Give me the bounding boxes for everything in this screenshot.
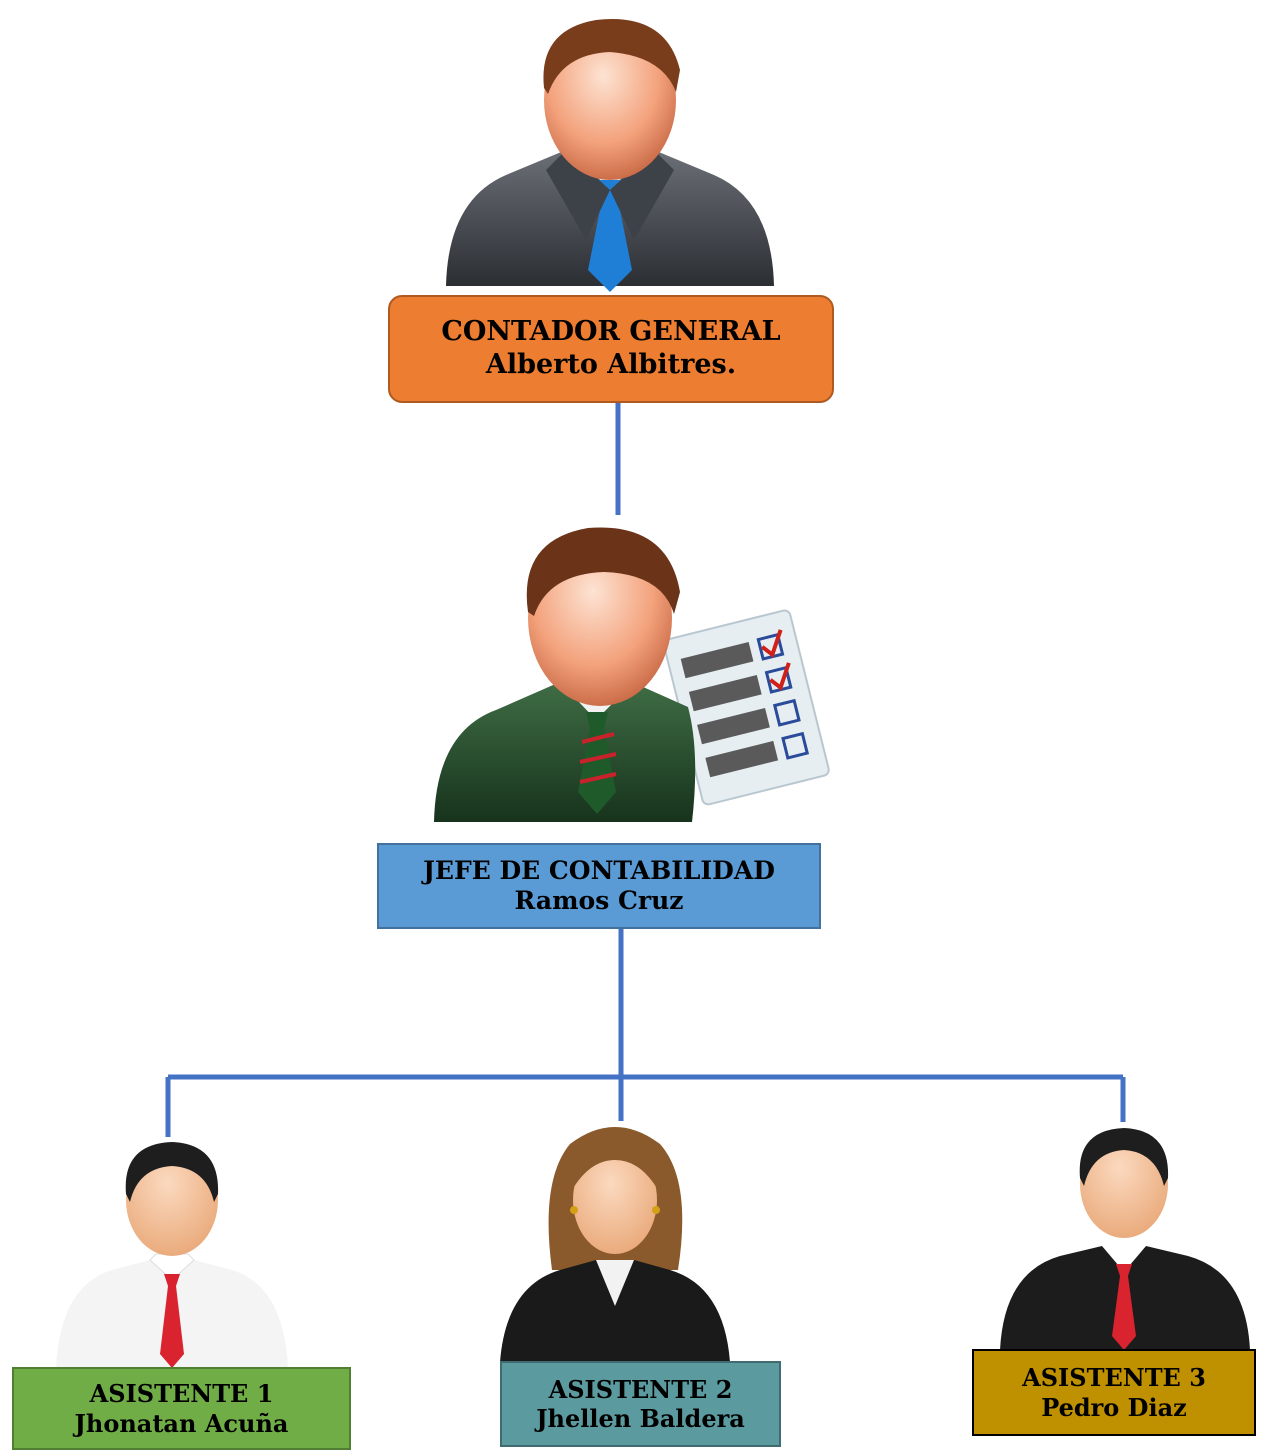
node-person-name: Alberto Albitres. <box>485 349 737 380</box>
man-black-suit-icon <box>1000 1128 1250 1350</box>
node-asistente-2: ASISTENTE 2 Jhellen Baldera <box>500 1361 781 1447</box>
businesswoman-icon <box>500 1127 730 1362</box>
node-role: ASISTENTE 1 <box>89 1379 274 1409</box>
node-asistente-3: ASISTENTE 3 Pedro Diaz <box>972 1349 1256 1436</box>
node-role: ASISTENTE 3 <box>1022 1363 1206 1393</box>
node-role: ASISTENTE 2 <box>548 1374 733 1404</box>
node-role: JEFE DE CONTABILIDAD <box>423 855 775 885</box>
node-person-name: Jhellen Baldera <box>536 1404 745 1433</box>
node-person-name: Jhonatan Acuña <box>74 1408 289 1438</box>
node-jefe-contabilidad: JEFE DE CONTABILIDAD Ramos Cruz <box>377 843 821 929</box>
node-contador-general: CONTADOR GENERAL Alberto Albitres. <box>388 295 834 403</box>
node-role: CONTADOR GENERAL <box>441 316 781 348</box>
manager-checklist-icon <box>434 527 830 822</box>
node-person-name: Pedro Diaz <box>1041 1392 1187 1422</box>
node-person-name: Ramos Cruz <box>514 886 684 915</box>
man-white-shirt-icon <box>56 1142 288 1368</box>
businessman-blue-tie-icon <box>446 19 774 292</box>
node-asistente-1: ASISTENTE 1 Jhonatan Acuña <box>12 1367 351 1450</box>
